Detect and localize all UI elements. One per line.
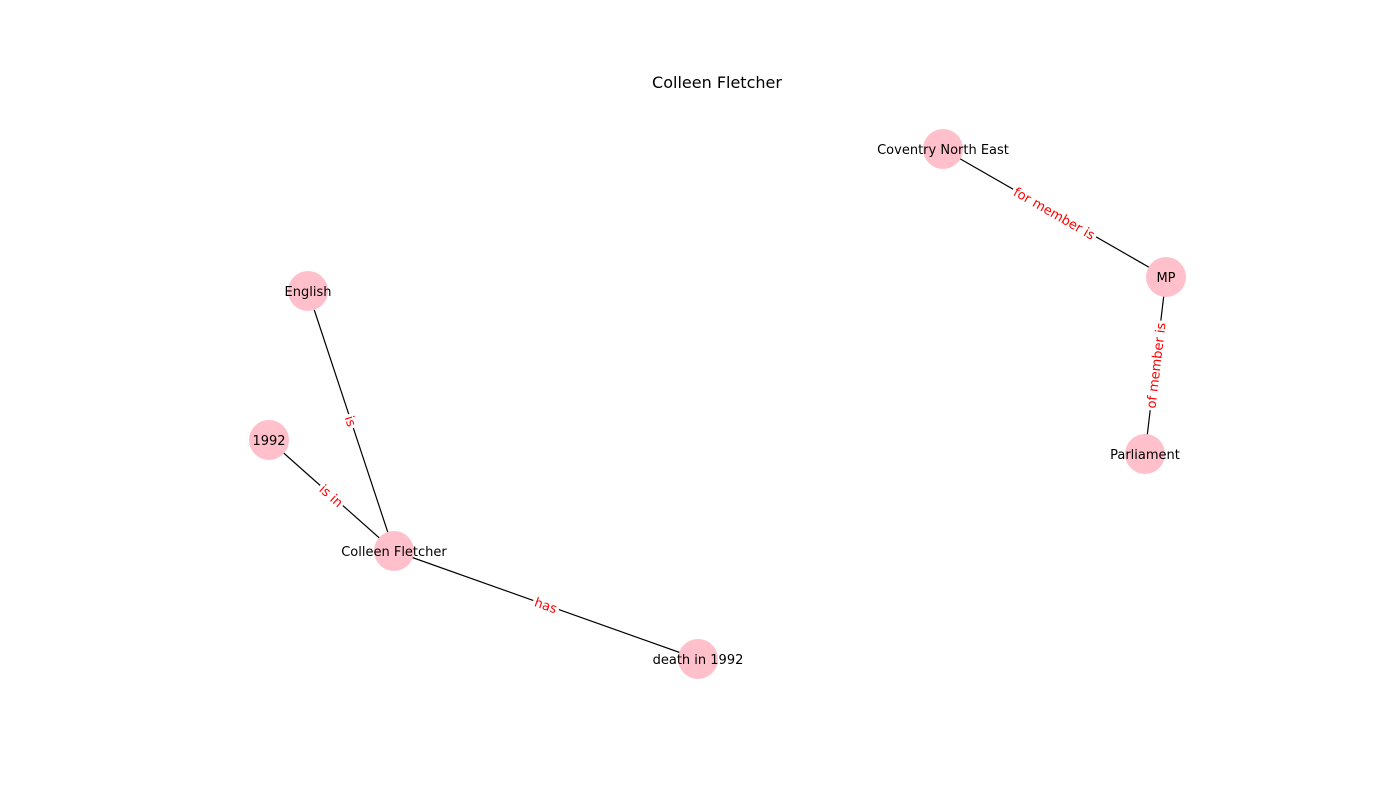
edge-label-background: [339, 411, 360, 432]
edge-label-is-in: is in: [313, 480, 348, 514]
node-circle: [374, 531, 414, 571]
edge-label-of-member-is: of member is: [1143, 319, 1171, 412]
node-1992: 1992: [249, 420, 289, 460]
node-circle: [678, 639, 718, 679]
edge-label-text: for member is: [1010, 185, 1097, 244]
node-circle: [288, 271, 328, 311]
node-label: death in 1992: [653, 653, 744, 668]
node-circle: [1125, 434, 1165, 474]
edges-layer: [268, 148, 1167, 660]
node-mp: MP: [1146, 257, 1186, 297]
edge-label-text: is: [341, 414, 359, 429]
node-label: Coventry North East: [877, 143, 1009, 158]
node-label: English: [285, 285, 332, 300]
node-label: MP: [1156, 271, 1175, 286]
node-english: English: [285, 271, 332, 311]
node-death-in-1992: death in 1992: [653, 639, 744, 679]
node-label: 1992: [252, 434, 285, 449]
edge-label-text: of member is: [1144, 322, 1169, 409]
edge-label-background: [529, 593, 562, 620]
graph-title: Colleen Fletcher: [652, 73, 782, 92]
node-coventry-north-east: Coventry North East: [877, 129, 1009, 169]
edge-label-for-member-is: for member is: [1008, 183, 1100, 246]
edge-label-has: has: [529, 593, 562, 620]
edge-label-is: is: [339, 411, 360, 432]
node-circle: [923, 129, 963, 169]
node-colleen-fletcher: Colleen Fletcher: [341, 531, 447, 571]
edge-label-text: has: [532, 595, 559, 617]
node-parliament: Parliament: [1110, 434, 1180, 474]
edge-label-background: [1008, 183, 1100, 246]
node-label: Colleen Fletcher: [341, 545, 447, 560]
node-label: Parliament: [1110, 448, 1180, 463]
node-circle: [1146, 257, 1186, 297]
edge-label-background: [1143, 319, 1171, 412]
node-circle: [249, 420, 289, 460]
edge-label-background: [313, 480, 348, 514]
